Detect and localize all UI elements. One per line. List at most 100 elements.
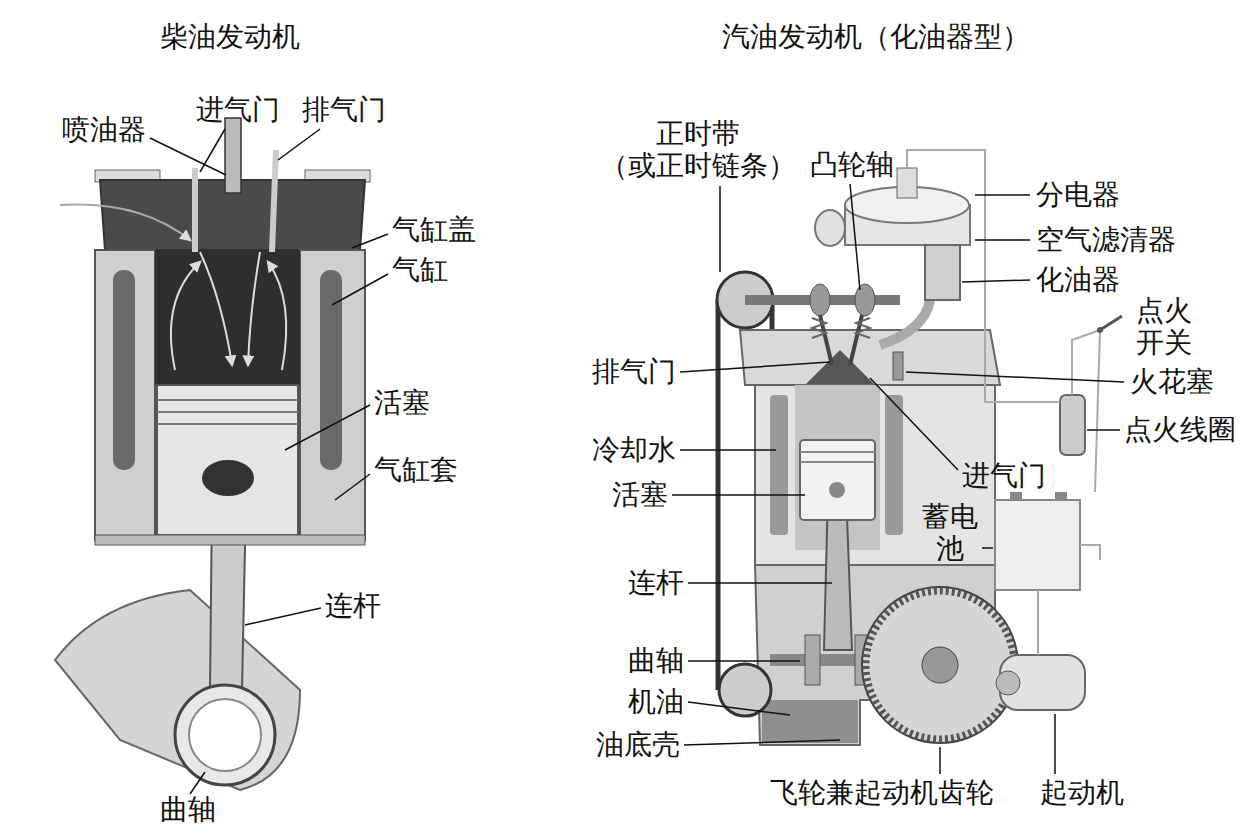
diesel-engine [55,118,370,790]
flywheel-teeth [866,591,1014,739]
flow-arrow [248,252,260,365]
cam-lobe [810,284,830,316]
crank-journal [189,699,261,771]
leader-line [939,747,941,774]
intake-manifold [880,300,930,345]
part-label: 点火线圈 [1124,414,1236,446]
part-label: 连杆 [325,590,381,622]
valve-spring [812,318,826,338]
part-label: 进气门 [196,94,280,126]
combustion-chamber [155,250,300,385]
part-label: 连杆 [628,567,684,599]
wire [1072,330,1100,395]
part-label: 飞轮兼起动机齿轮 [770,777,994,809]
flow-arrow [268,262,286,370]
intake-valve [192,168,198,252]
ignition-switch [1100,316,1122,330]
leader-line [1087,429,1120,431]
leader-line [278,129,320,160]
leader-line [680,362,830,372]
crank-web [55,590,300,790]
carburetor [925,245,960,300]
crank-pulley [719,664,771,716]
injector [225,118,241,193]
flywheel-hub [922,647,958,683]
coolant-passage [770,395,788,535]
leader-line [975,194,1030,196]
leader-line [688,660,800,662]
part-label: 排气门 [592,356,676,388]
leader-line [335,474,370,500]
leader-lines [150,129,1124,794]
cylinder-head [740,330,1000,385]
distributor [897,168,917,198]
part-label: 火花塞 [1130,366,1214,398]
coolant-passage [885,395,903,535]
piston-ring [157,423,298,425]
part-label: 曲轴 [160,794,216,826]
flow-arrow [200,252,232,365]
part-label: 正时带 （或正时链条） [600,118,796,182]
piston-pin [829,482,845,498]
piston-ring [157,411,298,413]
cylinder-wall [300,250,365,540]
panel-title: 柴油发动机 [160,21,300,53]
piston-ring [157,399,298,401]
piston-pin [202,460,254,496]
exhaust-valve [272,150,276,252]
leader-line [352,234,388,248]
leader-line [870,378,958,470]
combustion-chamber [805,350,875,385]
leader-line [906,372,1124,382]
wire [1037,590,1039,655]
part-label: 进气门 [962,460,1046,492]
part-label: 油底壳 [596,729,680,761]
wire [1080,545,1100,560]
rod-big-end [175,685,275,785]
leader-line [719,186,721,272]
battery-terminal [1010,492,1022,500]
part-label: 化油器 [1036,264,1120,296]
engine-block [755,385,995,565]
leader-line [1054,714,1056,774]
part-label: 机油 [628,686,684,718]
flywheel [862,587,1018,743]
leader-line [190,772,205,794]
part-label: 凸轮轴 [810,149,894,181]
part-label: 冷却水 [592,434,676,466]
water-jacket [113,270,135,470]
piston [157,385,298,535]
part-label: 活塞 [374,387,430,419]
part-label: 活塞 [612,479,668,511]
part-label: 点火 开关 [1136,295,1192,359]
leader-line [850,184,860,290]
wire [1095,330,1100,492]
part-label: 空气滤清器 [1036,224,1176,256]
piston-ring [800,451,875,453]
piston [800,440,875,520]
valve-spring [856,318,870,338]
leader-line [332,274,388,305]
leader-line [684,740,840,745]
part-label: 喷油器 [62,114,146,146]
switch-pivot [1097,327,1103,333]
ignition-coil [1060,395,1085,455]
leader-line [672,494,805,496]
leader-line [975,239,1030,241]
battery [995,500,1080,590]
flow-arrow [171,262,200,370]
part-label: 气缸盖 [392,214,476,246]
piston-ring [800,461,875,463]
battery-terminal [1055,492,1067,500]
air-arrow [60,204,190,240]
leader-line [680,449,776,451]
leader-line [962,280,1030,282]
leader-line [688,702,790,715]
part-label: 气缸 [392,254,448,286]
water-jacket [320,270,342,470]
crank-web [805,635,820,685]
leader-line [150,138,226,175]
part-label: 蓄电 池 [922,501,978,565]
